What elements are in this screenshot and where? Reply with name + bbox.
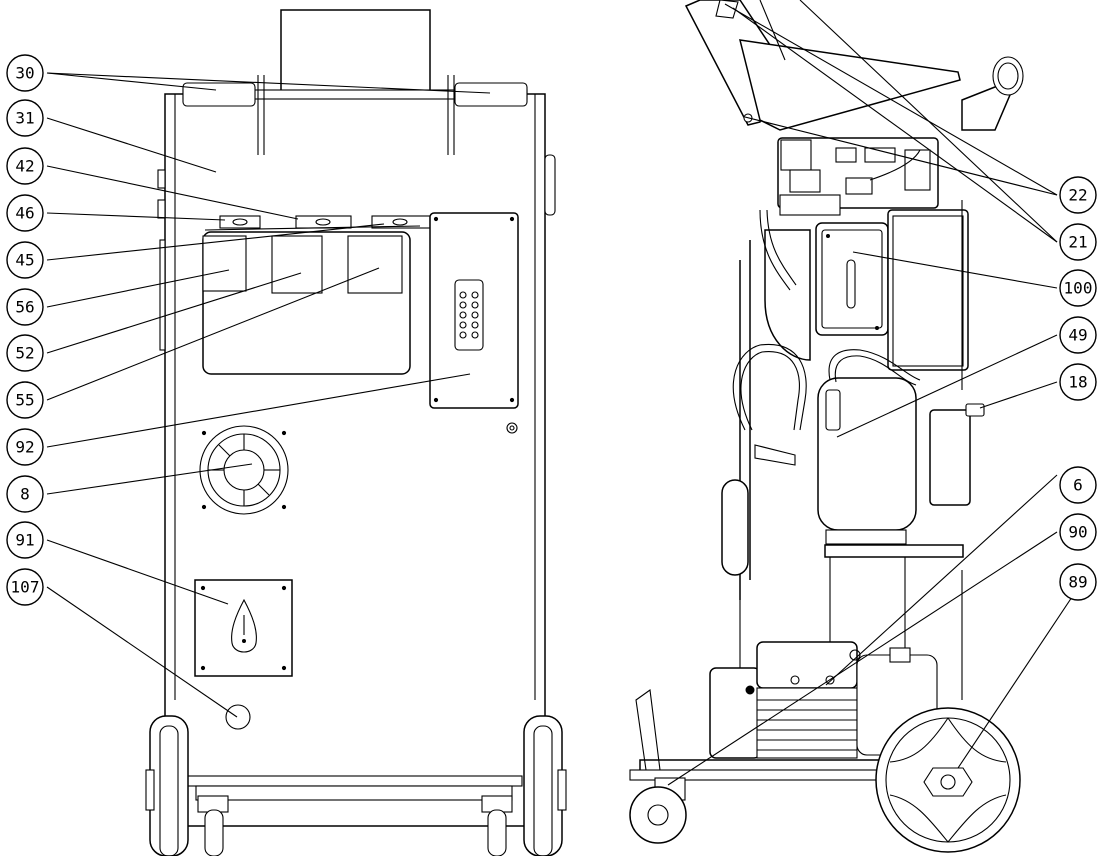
svg-text:30: 30 (15, 64, 34, 83)
callout-42: 42 (6, 147, 44, 185)
callout-55: 55 (6, 381, 44, 419)
svg-text:52: 52 (15, 344, 34, 363)
svg-text:45: 45 (15, 251, 34, 270)
svg-text:6: 6 (1073, 476, 1083, 495)
callout-56: 56 (6, 288, 44, 326)
upper-tank (764, 229, 811, 361)
svg-text:107: 107 (11, 578, 40, 597)
gauge-tube (721, 479, 749, 576)
round-port (225, 704, 251, 730)
callout-52: 52 (6, 334, 44, 372)
callout-6: 6 (1059, 466, 1097, 504)
warning-panel (194, 579, 293, 677)
side-bracket (929, 409, 971, 506)
side-panel (887, 209, 969, 371)
callout-18: 18 (1059, 363, 1097, 401)
front-view (145, 9, 567, 856)
vacuum-pump (709, 641, 938, 759)
svg-text:31: 31 (15, 109, 34, 128)
label-55 (347, 235, 403, 294)
display-screen (815, 222, 889, 336)
label-56 (202, 235, 247, 292)
front-casters (197, 795, 513, 856)
svg-text:91: 91 (15, 531, 34, 550)
callout-90: 90 (1059, 513, 1097, 551)
lower-shelf (824, 544, 964, 558)
callout-107: 107 (6, 568, 44, 606)
hose-hook (961, 56, 1024, 131)
svg-text:22: 22 (1068, 186, 1087, 205)
svg-text:90: 90 (1068, 523, 1087, 542)
callout-8: 8 (6, 475, 44, 513)
svg-text:56: 56 (15, 298, 34, 317)
svg-text:42: 42 (15, 157, 34, 176)
callout-91: 91 (6, 521, 44, 559)
svg-text:89: 89 (1068, 573, 1087, 592)
svg-text:46: 46 (15, 204, 34, 223)
callout-49: 49 (1059, 316, 1097, 354)
svg-text:92: 92 (15, 438, 34, 457)
front-wheels (145, 715, 567, 856)
callout-21: 21 (1059, 223, 1097, 261)
lid (684, 0, 961, 131)
base-frame (181, 775, 523, 787)
side-caster (629, 777, 687, 844)
callout-31: 31 (6, 99, 44, 137)
label-52 (271, 235, 323, 294)
side-view (629, 0, 1024, 853)
leader-lines (46, 0, 1083, 786)
callout-30: 30 (6, 54, 44, 92)
callout-22: 22 (1059, 176, 1097, 214)
callout-100: 100 (1059, 269, 1097, 307)
callout-92: 92 (6, 428, 44, 466)
hoses (732, 209, 921, 431)
svg-text:55: 55 (15, 391, 34, 410)
connector-plate (429, 212, 519, 409)
svg-text:21: 21 (1068, 233, 1087, 252)
callout-45: 45 (6, 241, 44, 279)
callout-89: 89 (1059, 563, 1097, 601)
callouts: 30 31 42 46 45 56 52 55 92 8 91 107 22 2… (6, 54, 1097, 606)
valve-manifold (777, 137, 939, 216)
svg-text:49: 49 (1068, 326, 1087, 345)
svg-text:100: 100 (1064, 279, 1093, 298)
svg-text:8: 8 (20, 485, 30, 504)
fuse-holders (204, 215, 431, 231)
side-wheel (875, 707, 1021, 853)
svg-text:18: 18 (1068, 373, 1087, 392)
callout-46: 46 (6, 194, 44, 232)
